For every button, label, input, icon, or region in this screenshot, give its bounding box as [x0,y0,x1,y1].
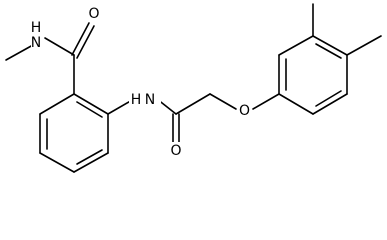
ring1-bond-1 [39,93,75,115]
ring1-double-2 [76,149,103,165]
atom-label-h-mid: H [131,92,142,108]
bond-carbonyl-double-b [76,25,95,59]
bond-o-ring [252,93,280,110]
ring1-double-3 [76,101,103,118]
bond-carbonyl-double-a [71,22,90,56]
ring1-bond-3 [39,152,75,173]
ring2-double-2 [315,43,342,59]
ring2-bond-5 [312,93,348,115]
atom-label-o-top: O [88,6,99,22]
bond-n-carbonyl [44,37,75,56]
ring2-bond-3 [312,35,348,56]
atom-o-top: O [88,5,100,22]
atom-label-h-top: H [31,20,42,36]
atom-label-o-ether: O [239,103,250,119]
atom-o-bottom: O [170,142,182,159]
chemical-structure: N H O H N O O [5,3,382,173]
bond-ch2-o [209,93,237,110]
atom-label-o-bottom: O [170,143,181,159]
bond-methyl-4 [346,35,382,56]
ring1-bond-4 [73,152,109,173]
atom-label-n-top: N [31,35,41,51]
ring1-bond-6 [73,93,109,115]
ring2-bond-2 [278,35,314,56]
bond-methyl-n [5,44,34,61]
atom-nh-mid: H N [129,91,161,108]
ring2-double-3 [315,90,342,107]
atom-label-n-mid: N [145,92,155,108]
ring2-bond-6 [278,93,314,115]
atom-o-ether: O [238,102,251,119]
atom-nh-top: N H [31,20,42,51]
bond-carbonyl-ch2 [175,93,211,115]
